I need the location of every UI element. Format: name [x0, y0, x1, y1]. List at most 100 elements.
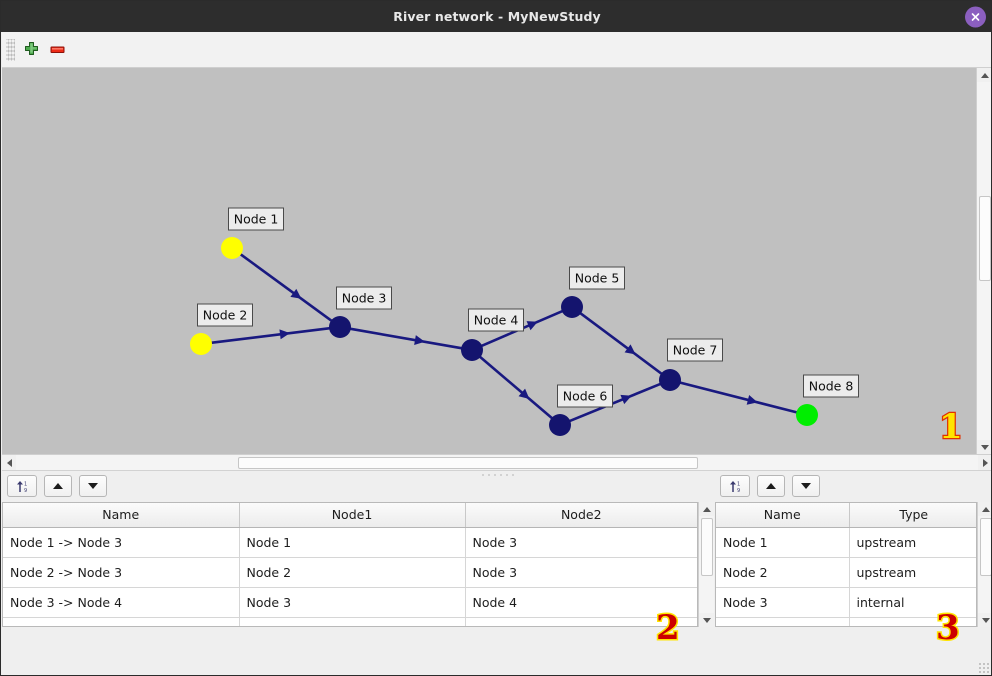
reach-table-vertical-scrollbar[interactable]: [698, 502, 715, 627]
reach-cell-2-1[interactable]: Node 3: [239, 587, 466, 618]
reach-cell-1-0[interactable]: Node 2 -> Node 3: [3, 557, 240, 588]
diagram-node-label-node5[interactable]: Node 5: [569, 266, 625, 290]
edge-Node5-to-Node7[interactable]: [579, 311, 663, 376]
edge-Node4-to-Node6[interactable]: [478, 355, 554, 420]
diagram-node-node2[interactable]: [190, 333, 212, 355]
reach-cell-1-1[interactable]: Node 2: [239, 557, 466, 588]
reach-cell-2-0[interactable]: Node 3 -> Node 4: [3, 587, 240, 618]
svg-text:Node 8: Node 8: [809, 379, 854, 394]
diagram-node-label-node8[interactable]: Node 8: [803, 374, 859, 398]
diagram-node-node5[interactable]: [561, 296, 583, 318]
edge-Node2-to-Node3[interactable]: [210, 326, 331, 345]
reach-cell-0-2[interactable]: Node 3: [465, 527, 697, 558]
node-move-up-button[interactable]: [757, 475, 785, 497]
diagram-node-node4[interactable]: [461, 339, 483, 361]
window-title: River network - MyNewStudy: [393, 9, 601, 24]
edge-Node3-to-Node4[interactable]: [349, 327, 463, 350]
diagram-node-node3[interactable]: [329, 316, 351, 338]
remove-node-button[interactable]: [44, 37, 70, 63]
diagram-node-label-node2[interactable]: Node 2: [197, 303, 253, 327]
node-cell-3-1[interactable]: internal: [849, 617, 976, 626]
svg-text:9: 9: [737, 488, 740, 494]
reach-column-header-0[interactable]: Name: [3, 503, 240, 528]
node-cell-2-1[interactable]: internal: [849, 587, 976, 618]
edge-Node1-to-Node3[interactable]: [239, 252, 333, 323]
node-scroll-up-button[interactable]: [978, 502, 991, 516]
diagram-vertical-scrollbar[interactable]: [976, 68, 991, 454]
horizontal-splitter[interactable]: [2, 470, 991, 478]
reach-column-header-2[interactable]: Node2: [465, 503, 697, 528]
network-diagram-svg[interactable]: Node 1 Node 2 Node 3 Node 4 Node 5 Node 6 Node…: [2, 68, 992, 454]
edge-arrow-icon: [518, 388, 530, 399]
reach-cell-0-1[interactable]: Node 1: [239, 527, 466, 558]
scroll-right-button[interactable]: [978, 455, 991, 471]
edge-arrow-icon: [526, 321, 538, 331]
diagram-node-label-node6[interactable]: Node 6: [557, 384, 613, 408]
node-cell-1-1[interactable]: upstream: [849, 557, 976, 588]
window-resize-grip[interactable]: [978, 662, 990, 674]
edge-Node7-to-Node8[interactable]: [679, 381, 798, 414]
node-sort-button[interactable]: 1 9: [720, 475, 750, 497]
main-toolbar: [2, 32, 991, 68]
diagram-node-label-node4[interactable]: Node 4: [468, 308, 524, 332]
reach-cell-0-0[interactable]: Node 1 -> Node 3: [3, 527, 240, 558]
green-plus-icon: [24, 42, 38, 55]
scroll-left-button[interactable]: [2, 455, 16, 471]
diagram-node-label-node1[interactable]: Node 1: [228, 207, 284, 231]
node-column-header-0[interactable]: Name: [716, 503, 850, 528]
network-diagram-canvas[interactable]: Node 1 Node 2 Node 3 Node 4 Node 5 Node 6 Node…: [2, 68, 992, 454]
reach-move-up-button[interactable]: [44, 475, 72, 497]
edge-Node6-to-Node7[interactable]: [568, 382, 662, 423]
diagram-vscroll-thumb[interactable]: [979, 196, 991, 281]
node-cell-1-0[interactable]: Node 2: [716, 557, 850, 588]
diagram-node-node1[interactable]: [221, 237, 243, 259]
scroll-down-button[interactable]: [977, 440, 991, 454]
node-cell-2-0[interactable]: Node 3: [716, 587, 850, 618]
node-cell-3-0[interactable]: Node 4: [716, 617, 850, 626]
diagram-node-node6[interactable]: [549, 414, 571, 436]
reach-sort-button[interactable]: 1 9: [7, 475, 37, 497]
node-table-row[interactable]: Node 4internal: [716, 617, 976, 626]
triangle-up-icon: [982, 506, 990, 512]
reach-scroll-up-button[interactable]: [699, 502, 715, 516]
reach-cell-3-0[interactable]: Node 4 -> Node 5: [3, 617, 240, 626]
toolbar-drag-handle[interactable]: [6, 38, 15, 61]
edge-arrow-icon: [290, 288, 302, 299]
node-cell-0-1[interactable]: upstream: [849, 527, 976, 558]
reach-column-header-1[interactable]: Node1: [239, 503, 466, 528]
node-cell-0-0[interactable]: Node 1: [716, 527, 850, 558]
node-table-vertical-scrollbar[interactable]: [977, 502, 991, 627]
reach-cell-3-1[interactable]: Node 4: [239, 617, 466, 626]
reach-vscroll-thumb[interactable]: [701, 518, 713, 576]
node-column-header-1[interactable]: Type: [849, 503, 976, 528]
reach-cell-3-2[interactable]: Node 5: [465, 617, 697, 626]
node-scroll-down-button[interactable]: [978, 613, 991, 627]
diagram-horizontal-scrollbar[interactable]: [2, 454, 991, 471]
reach-scroll-down-button[interactable]: [699, 613, 715, 627]
reach-cell-2-2[interactable]: Node 4: [465, 587, 697, 618]
reach-move-down-button[interactable]: [79, 475, 107, 497]
diagram-hscroll-thumb[interactable]: [238, 457, 698, 469]
add-node-button[interactable]: [18, 37, 44, 63]
diagram-node-node7[interactable]: [659, 369, 681, 391]
scroll-up-button[interactable]: [977, 68, 991, 82]
reach-cell-1-2[interactable]: Node 3: [465, 557, 697, 588]
diagram-node-node8[interactable]: [796, 404, 818, 426]
svg-text:Node 2: Node 2: [203, 308, 248, 323]
diagram-node-label-node3[interactable]: Node 3: [336, 286, 392, 310]
node-move-down-button[interactable]: [792, 475, 820, 497]
diagram-node-label-node7[interactable]: Node 7: [667, 338, 723, 362]
close-button[interactable]: [965, 6, 986, 27]
node-vscroll-thumb[interactable]: [980, 518, 991, 576]
